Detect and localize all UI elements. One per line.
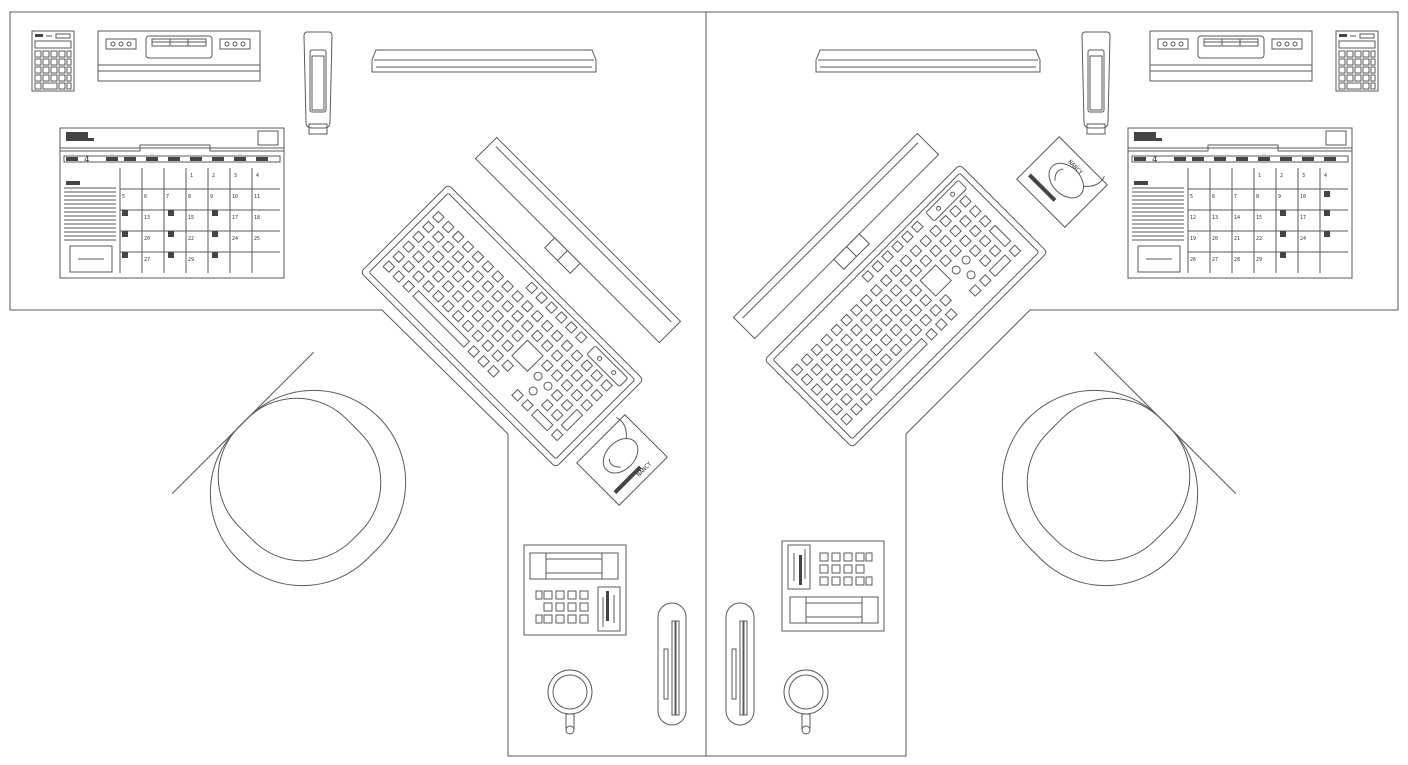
paper-tray-right[interactable]: [815, 49, 1041, 73]
telephone-left[interactable]: [97, 30, 261, 82]
calendar-day: 15: [1256, 215, 1262, 221]
calendar-day: 10: [232, 194, 238, 200]
calendar-month-number: 4: [84, 155, 89, 165]
calendar-day: 18: [254, 215, 260, 221]
calendar-day: 27: [144, 257, 150, 263]
calendar-day: 6: [144, 194, 147, 200]
calendar-day: 29: [188, 257, 194, 263]
desk-calendar-right: 4 1 2 3 4 5 6 7 8 9 10 12 13 14 15 17 19…: [1127, 127, 1353, 279]
calendar-day: 1: [1258, 173, 1261, 179]
mouse-pad-left[interactable]: NANCY: [573, 411, 668, 506]
chair-left[interactable]: [171, 351, 445, 625]
calendar-day: 4: [256, 173, 259, 179]
calendar-day: 19: [1190, 236, 1196, 242]
calendar-day: 4: [1324, 173, 1327, 179]
calendar-day: 15: [188, 215, 194, 221]
calendar-day: 9: [210, 194, 213, 200]
calendar-day: 17: [232, 215, 238, 221]
pen-holder-right[interactable]: [725, 602, 755, 726]
stapler-left[interactable]: [303, 31, 333, 135]
phone-console-left[interactable]: [523, 544, 627, 636]
chair-right[interactable]: [963, 351, 1237, 625]
calendar-day: 10: [1300, 194, 1306, 200]
calendar-day: 13: [144, 215, 150, 221]
desk-calendar-left: 4 1 2 3 4 5 6 7 8 9 10 11 13 15 17 18 20…: [59, 127, 285, 279]
phone-console-right[interactable]: [781, 540, 885, 632]
calendar-day: 29: [1256, 257, 1262, 263]
calendar-day: 26: [1190, 257, 1196, 263]
calendar-day: 5: [1190, 194, 1193, 200]
calendar-day: 3: [234, 173, 237, 179]
calendar-day: 20: [1212, 236, 1218, 242]
calendar-month-number: 4: [1152, 155, 1157, 165]
calendar-day: 2: [212, 173, 215, 179]
calendar-day: 8: [188, 194, 191, 200]
calculator-left[interactable]: [31, 30, 75, 92]
calendar-day: 7: [166, 194, 169, 200]
calendar-day: 21: [1234, 236, 1240, 242]
calendar-day: 28: [1234, 257, 1240, 263]
calendar-day: 14: [1234, 215, 1240, 221]
calculator-right[interactable]: [1335, 30, 1379, 92]
calendar-day: 2: [1280, 173, 1283, 179]
telephone-right[interactable]: [1149, 30, 1313, 82]
calendar-day: 22: [188, 236, 194, 242]
calendar-day: 3: [1302, 173, 1305, 179]
calendar-day: 22: [1256, 236, 1262, 242]
calendar-day: 13: [1212, 215, 1218, 221]
calendar-day: 27: [1212, 257, 1218, 263]
mouse-pad-right[interactable]: NANCY: [1016, 133, 1111, 228]
calendar-day: 9: [1278, 194, 1281, 200]
calendar-day: 5: [122, 194, 125, 200]
calendar-day: 7: [1234, 194, 1237, 200]
calendar-day: 20: [144, 236, 150, 242]
calendar-day: 8: [1256, 194, 1259, 200]
calendar-day: 25: [254, 236, 260, 242]
calendar-day: 24: [232, 236, 238, 242]
calendar-day: 24: [1300, 236, 1306, 242]
calendar-day: 6: [1212, 194, 1215, 200]
calendar-day: 11: [254, 194, 260, 200]
calendar-day: 12: [1190, 215, 1196, 221]
pen-holder-left[interactable]: [657, 602, 687, 726]
paper-tray-left[interactable]: [371, 49, 597, 73]
desk-outline: [9, 11, 1399, 757]
stapler-right[interactable]: [1081, 31, 1111, 135]
calendar-day: 1: [190, 173, 193, 179]
calendar-day: 17: [1300, 215, 1306, 221]
